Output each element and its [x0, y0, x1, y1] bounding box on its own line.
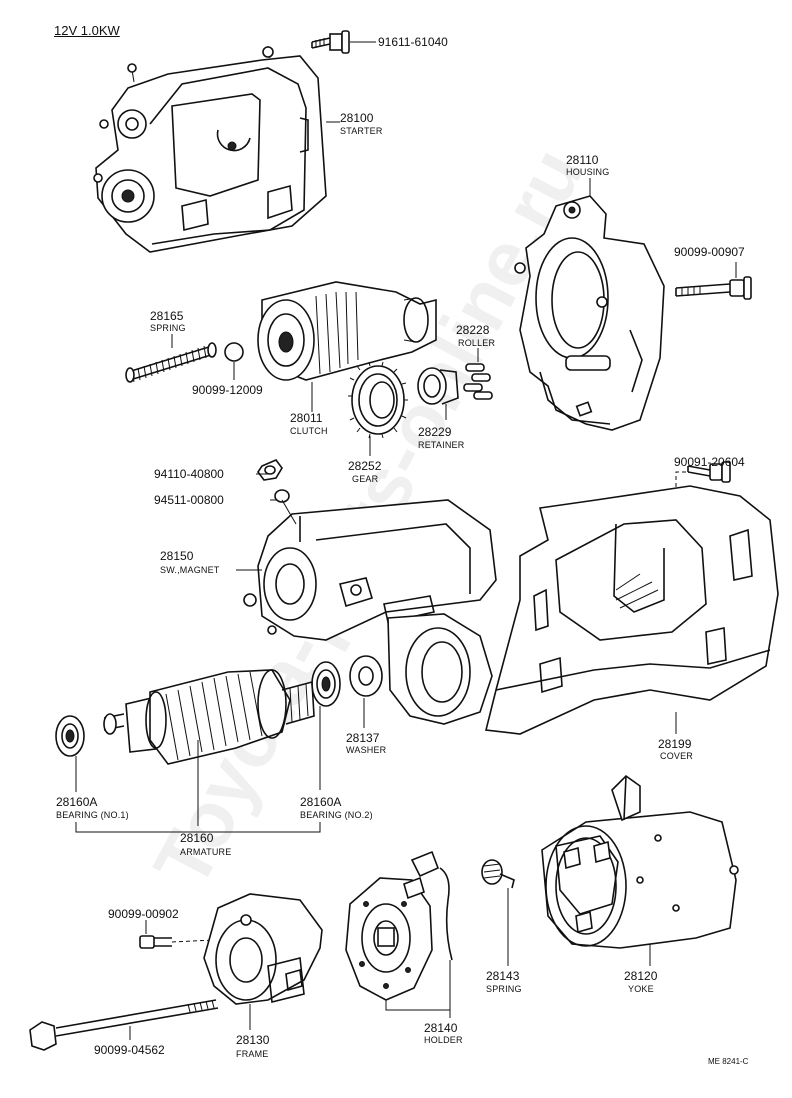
screw-90099-00902-drawing [139, 920, 215, 949]
part-number-gear[interactable]: 28252 [348, 459, 382, 473]
bolt-90099-00907-drawing [675, 262, 752, 300]
part-number-spring-28165[interactable]: 28165 [150, 309, 184, 323]
part-number-armature[interactable]: 28160 [180, 831, 214, 845]
nut-drawing [256, 459, 283, 481]
through-bolt-drawing [29, 999, 219, 1051]
part-number-frame[interactable]: 28130 [236, 1033, 270, 1047]
part-number-bearing-no2[interactable]: 28160A [300, 795, 342, 809]
bearing-no1-drawing [55, 715, 85, 792]
drawing-code: ME 8241-C [708, 1057, 749, 1066]
cover-drawing [485, 485, 779, 735]
rollers-drawing [463, 348, 493, 400]
part-name-housing: HOUSING [566, 167, 610, 177]
part-number-yoke[interactable]: 28120 [624, 969, 658, 983]
part-name-frame: FRAME [236, 1049, 269, 1059]
spring-28165-drawing [125, 334, 217, 383]
part-number-housing[interactable]: 28110 [566, 153, 599, 167]
part-name-magnet-switch: SW.,MAGNET [160, 565, 220, 575]
part-name-spring-28165: SPRING [150, 323, 186, 333]
ring-90099-12009-drawing [224, 342, 244, 380]
part-name-bearing-no1: BEARING (NO.1) [56, 810, 129, 820]
armature-drawing [103, 669, 315, 826]
clutch-drawing [257, 281, 437, 412]
part-number-through-bolt[interactable]: 90099-04562 [94, 1043, 165, 1057]
small-washer-drawing [270, 489, 290, 503]
bolt-90091-20604-drawing [675, 461, 731, 596]
housing-drawing [514, 178, 665, 431]
part-number-starter[interactable]: 28100 [340, 111, 374, 125]
part-number-nut[interactable]: 94110-40800 [154, 467, 224, 481]
part-name-bearing-no2: BEARING (NO.2) [300, 810, 373, 820]
frame-drawing [203, 893, 323, 1030]
bolt-91611-61040-drawing [311, 30, 376, 54]
part-name-yoke: YOKE [628, 984, 654, 994]
bearing-no2-drawing [311, 661, 341, 790]
yoke-drawing [541, 774, 739, 966]
magnet-switch-drawing [236, 499, 497, 725]
part-number-small-washer[interactable]: 94511-00800 [154, 493, 224, 507]
part-number-bolt-housing[interactable]: 90099-00907 [674, 245, 745, 259]
starter-assembly-drawing [93, 45, 340, 253]
part-name-retainer: RETAINER [418, 440, 465, 450]
part-name-armature: ARMATURE [180, 847, 232, 857]
part-number-bolt-top[interactable]: 91611-61040 [378, 35, 448, 49]
bearing-group-bracket [75, 822, 321, 833]
washer-28137-drawing [349, 655, 383, 728]
part-number-retainer[interactable]: 28229 [418, 425, 452, 439]
part-name-gear: GEAR [352, 474, 379, 484]
part-number-bolt-cover[interactable]: 90091-20604 [674, 455, 745, 469]
part-number-screw-frame[interactable]: 90099-00902 [108, 907, 179, 921]
diagram-title: 12V 1.0KW [54, 23, 120, 38]
part-number-roller[interactable]: 28228 [456, 323, 490, 337]
holder-drawing [345, 850, 453, 1018]
part-number-holder[interactable]: 28140 [424, 1021, 458, 1035]
part-number-bearing-no1[interactable]: 28160A [56, 795, 98, 809]
spring-28143-drawing [481, 859, 515, 966]
part-name-washer: WASHER [346, 745, 387, 755]
part-number-ring[interactable]: 90099-12009 [192, 383, 263, 397]
part-number-clutch[interactable]: 28011 [290, 411, 323, 425]
part-name-roller: ROLLER [458, 338, 496, 348]
part-name-cover: COVER [660, 751, 694, 761]
part-name-starter: STARTER [340, 126, 383, 136]
gear-drawing [348, 361, 408, 456]
part-name-holder: HOLDER [424, 1035, 463, 1045]
part-number-spring-28143[interactable]: 28143 [486, 969, 520, 983]
part-name-clutch: CLUTCH [290, 426, 328, 436]
retainer-drawing [417, 367, 459, 420]
part-number-washer[interactable]: 28137 [346, 731, 380, 745]
part-number-cover[interactable]: 28199 [658, 737, 692, 751]
part-number-magnet-switch[interactable]: 28150 [160, 549, 194, 563]
part-name-spring-28143: SPRING [486, 984, 522, 994]
